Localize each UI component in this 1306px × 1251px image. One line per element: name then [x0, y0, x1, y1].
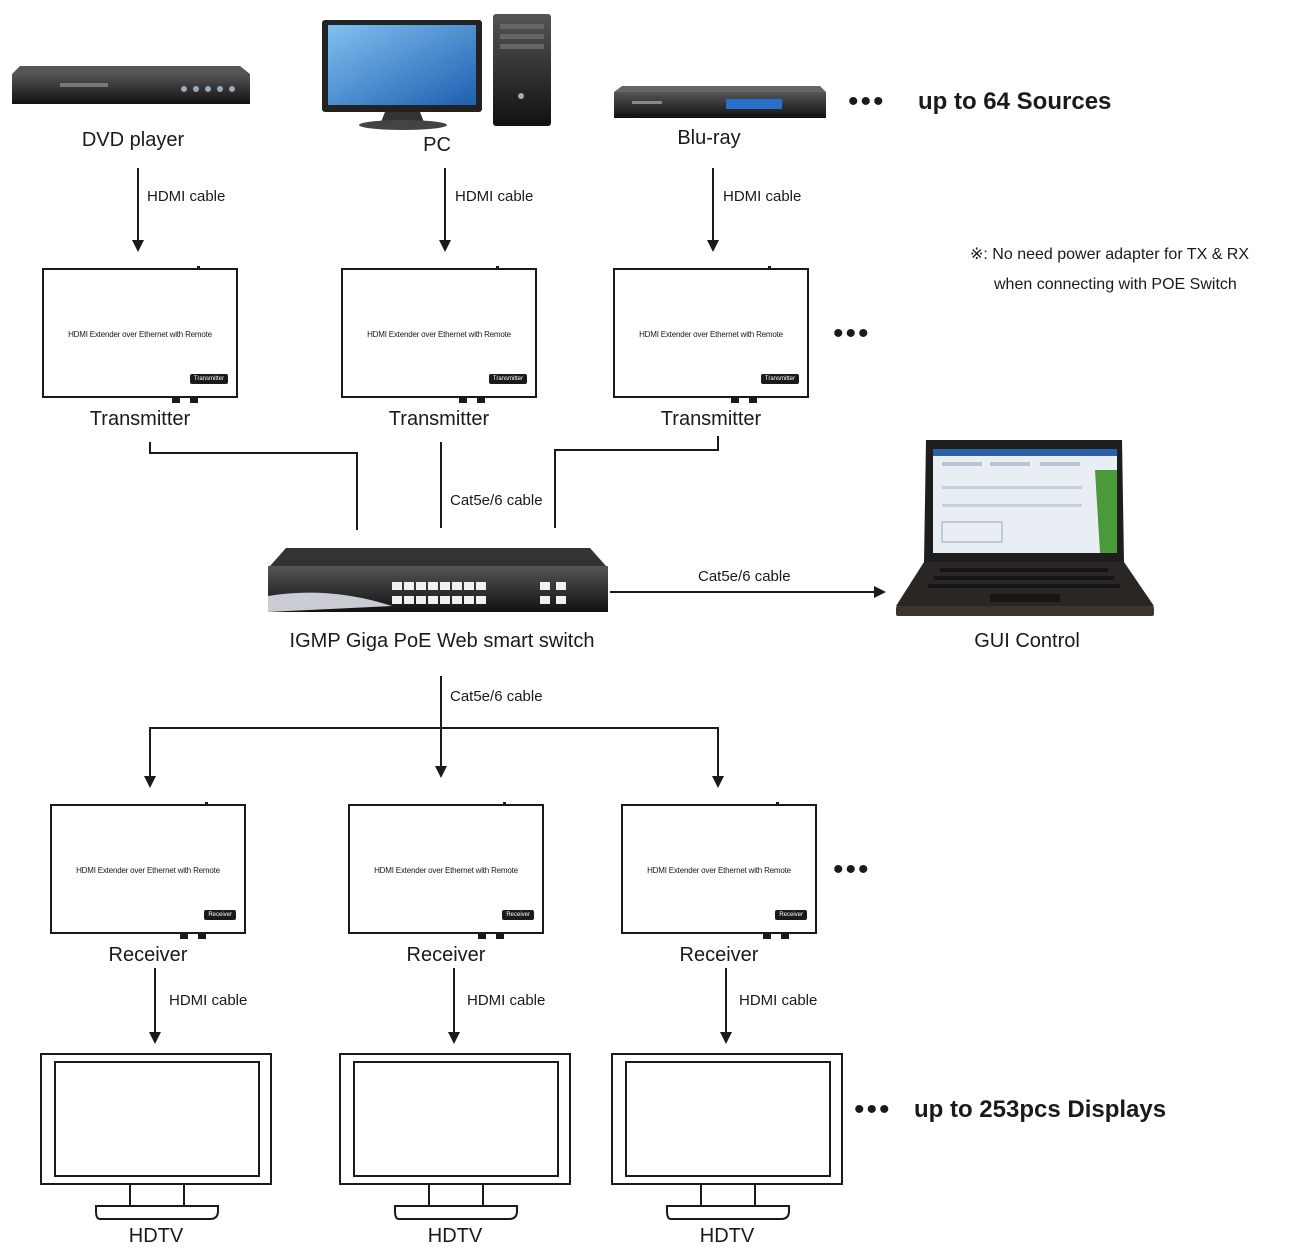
unit-badge: Receiver: [775, 910, 807, 920]
unit-description: HDMI Extender over Ethernet with Remote: [639, 330, 783, 339]
receiver-unit: HDMI Extender over Ethernet with Remote …: [50, 802, 246, 939]
hdtv-label: HDTV: [427, 1225, 483, 1247]
unit-badge: Receiver: [204, 910, 236, 920]
power-note-line1: ※: No need power adapter for TX & RX: [970, 246, 1250, 263]
sources-summary: up to 64 Sources: [918, 88, 1112, 115]
transmitter-label: Transmitter: [388, 408, 490, 430]
switch-label: IGMP Giga PoE Web smart switch: [289, 630, 595, 652]
unit-badge: Transmitter: [760, 374, 799, 384]
hdmi-cable-label: HDMI cable: [169, 992, 248, 1009]
hdtv-label: HDTV: [128, 1225, 184, 1247]
hdmi-cable-label: HDMI cable: [739, 992, 818, 1009]
transmitter-unit: HDMI Extender over Ethernet with Remote …: [613, 266, 809, 403]
hdtv-label: HDTV: [699, 1225, 755, 1247]
more-displays-ellipsis: •••: [854, 1093, 892, 1126]
more-transmitters-ellipsis: •••: [833, 317, 871, 350]
unit-description: HDMI Extender over Ethernet with Remote: [374, 866, 518, 875]
unit-description: HDMI Extender over Ethernet with Remote: [76, 866, 220, 875]
tx3-to-switch-line: [554, 436, 719, 528]
unit-description: HDMI Extender over Ethernet with Remote: [367, 330, 511, 339]
hdmi-cable-label: HDMI cable: [455, 188, 534, 205]
unit-description: HDMI Extender over Ethernet with Remote: [647, 866, 791, 875]
hdmi-cable-label: HDMI cable: [147, 188, 226, 205]
dvd-player-icon: [12, 66, 250, 104]
receiver-label: Receiver: [406, 944, 486, 966]
hdtv-icon: [339, 1053, 571, 1220]
unit-badge: Receiver: [502, 910, 534, 920]
hdtv-icon: [611, 1053, 843, 1220]
cat-cable-label: Cat5e/6 cable: [698, 568, 791, 585]
transmitter-label: Transmitter: [89, 408, 191, 430]
bluray-player-icon: [614, 86, 826, 118]
cat-cable-label: Cat5e/6 cable: [450, 688, 543, 705]
receiver-label: Receiver: [108, 944, 188, 966]
hdmi-cable-label: HDMI cable: [467, 992, 546, 1009]
transmitter-unit: HDMI Extender over Ethernet with Remote …: [42, 266, 238, 403]
network-switch-icon: [268, 548, 608, 612]
transmitter-label: Transmitter: [660, 408, 762, 430]
tx1-to-switch-line: [149, 442, 358, 530]
receiver-label: Receiver: [679, 944, 759, 966]
power-note-line2: when connecting with POE Switch: [994, 276, 1237, 293]
hdtv-icon: [40, 1053, 272, 1220]
unit-description: HDMI Extender over Ethernet with Remote: [68, 330, 212, 339]
cat-cable-label: Cat5e/6 cable: [450, 492, 543, 509]
bluray-label: Blu-ray: [677, 127, 741, 149]
pc-label: PC: [423, 134, 451, 156]
receiver-unit: HDMI Extender over Ethernet with Remote …: [621, 802, 817, 939]
transmitter-unit: HDMI Extender over Ethernet with Remote …: [341, 266, 537, 403]
gui-control-label: GUI Control: [974, 630, 1080, 652]
more-receivers-ellipsis: •••: [833, 853, 871, 886]
receiver-unit: HDMI Extender over Ethernet with Remote …: [348, 802, 544, 939]
unit-badge: Transmitter: [488, 374, 527, 384]
hdmi-cable-label: HDMI cable: [723, 188, 802, 205]
more-sources-ellipsis: •••: [848, 85, 886, 118]
laptop-icon: [896, 440, 1154, 616]
unit-badge: Transmitter: [189, 374, 228, 384]
pc-icon: [322, 14, 551, 130]
dvd-player-label: DVD player: [81, 129, 185, 151]
displays-summary: up to 253pcs Displays: [914, 1096, 1167, 1123]
